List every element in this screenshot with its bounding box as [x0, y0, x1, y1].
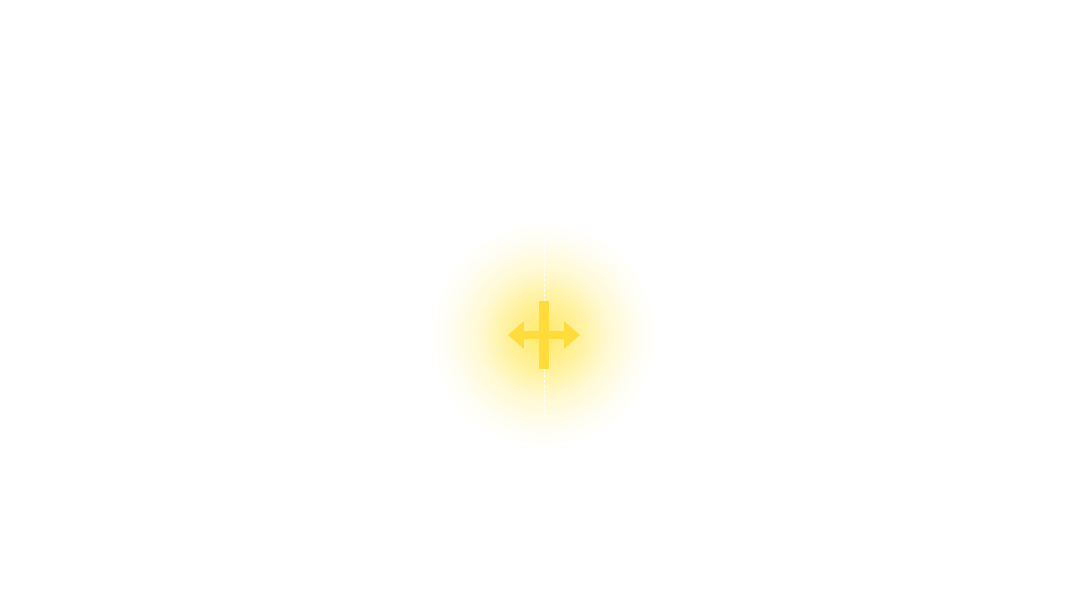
move-cursor-icon	[508, 301, 580, 369]
